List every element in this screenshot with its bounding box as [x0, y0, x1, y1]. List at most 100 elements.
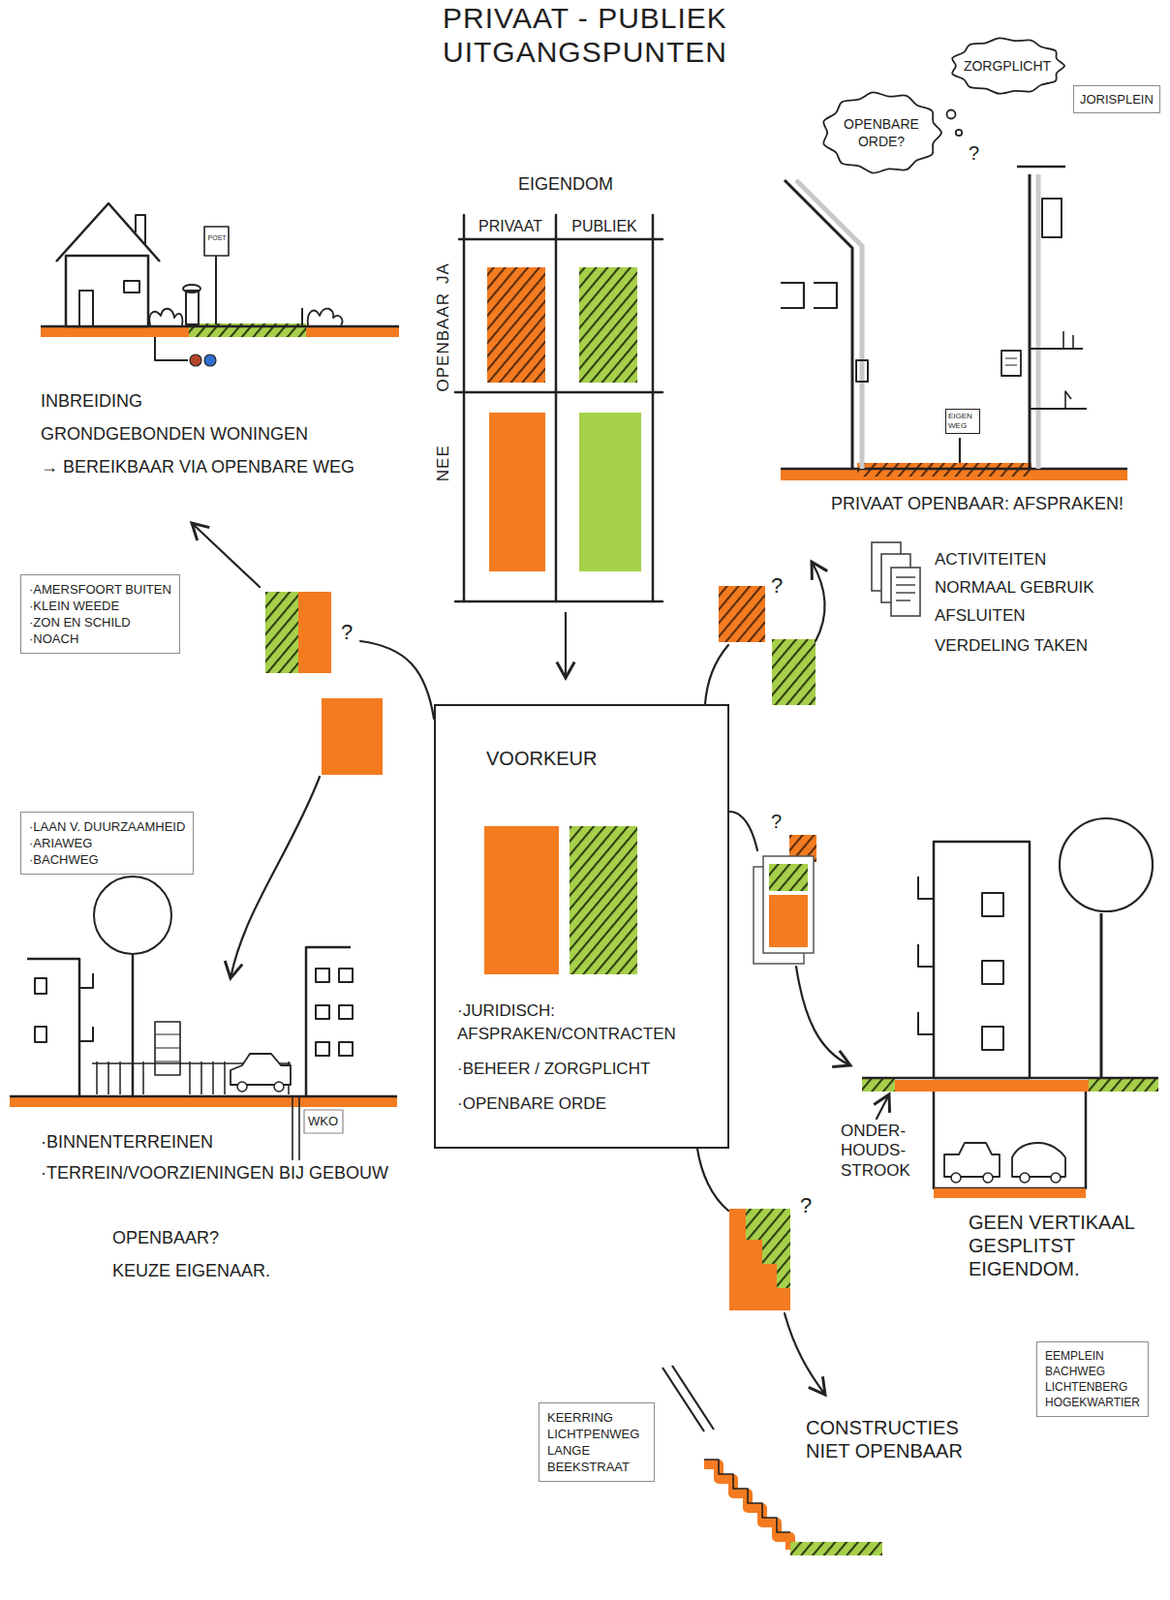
box-heading: VOORKEUR: [486, 746, 707, 770]
garage-scene-part: [918, 876, 934, 1035]
list-item: ACTIVITEITEN: [934, 550, 1047, 570]
stacked-swatches-part: [769, 894, 808, 948]
node-text: LICHTPENWEG: [547, 1425, 647, 1443]
pointer-arrows-part: [191, 523, 260, 587]
ownership-matrix-part: [463, 215, 653, 602]
pointer-arrows-part: [784, 1313, 826, 1395]
garage-scene-part: [933, 1091, 1086, 1189]
matrix-cells-part: [579, 267, 638, 383]
house-scene-part: [154, 337, 188, 361]
stacked-swatches-part: [763, 856, 814, 954]
document-icon-part: [895, 577, 916, 601]
stair-construction-part: [662, 1365, 714, 1432]
thought-bubbles-part: [955, 129, 962, 136]
pointer-arrows-part: [729, 811, 758, 851]
courtyard-buildings-part: [306, 947, 351, 1097]
sign-text: POST: [205, 234, 229, 243]
courtyard-buildings: [9, 876, 398, 1161]
courtyard-scene-part: [1029, 348, 1087, 409]
courtyard-scene-part: [780, 467, 1128, 471]
node-text: ·KLEIN WEEDE: [29, 597, 172, 615]
courtyard-buildings-part: [34, 978, 47, 994]
left-swatches-part: [321, 698, 383, 775]
preference-swatches-part: [569, 826, 638, 975]
preference-swatches-part: [484, 826, 559, 975]
question-mark: ?: [770, 809, 782, 833]
caption-text: GRONDGEBONDEN WONINGEN: [40, 424, 308, 446]
axis-heading: OPENBAAR: [433, 281, 454, 402]
node-text: LANGE BEEKSTRAAT: [547, 1442, 647, 1476]
courtyard-buildings-part: [315, 1042, 330, 1056]
cloud-path: [823, 92, 942, 173]
node-text: ·OPENBARE ORDE: [457, 1092, 707, 1116]
node-text: JORISPLEIN: [1079, 91, 1154, 108]
caption-text: ONDER-HOUDS-STROOK: [840, 1121, 919, 1181]
courtyard-buildings-part: [338, 1042, 353, 1056]
garage-scene-part: [933, 1188, 1086, 1199]
thought-cloud: OPENBARE ORDE?: [818, 89, 945, 177]
axis-heading: EIGENDOM: [517, 174, 615, 196]
axis-label: PRIVAAT: [465, 216, 555, 236]
courtyard-buildings-part: [237, 1081, 247, 1092]
pointer-arrows-part: [796, 966, 851, 1066]
caption-text: INBREIDING: [40, 391, 143, 413]
courtyard-buildings-part: [338, 968, 353, 983]
garage-scene-part: [1019, 1172, 1030, 1183]
courtyard-buildings-part: [274, 1081, 284, 1092]
preference-swatches: [484, 826, 638, 975]
cloud-text: OPENBARE ORDE?: [835, 115, 927, 151]
house-scene-part: [301, 307, 304, 327]
stair-construction-part: [704, 1464, 791, 1550]
node-text: EIGEN WEG: [948, 411, 978, 432]
courtyard-scene-part: [1028, 174, 1032, 469]
caption-text: ·TERREIN/VOORZIENINGEN BIJ GEBOUW: [40, 1163, 389, 1185]
courtyard-scene-part: [1063, 331, 1074, 409]
road-sign: EIGEN WEG: [945, 408, 981, 434]
house-scene-part: [185, 290, 199, 325]
pointer-arrows-part: [876, 1094, 890, 1119]
caption-text: ·BINNENTERREINEN: [40, 1132, 214, 1154]
garage-scene-part: [1088, 1077, 1159, 1092]
house-scene: [40, 203, 400, 367]
down-arrow: [564, 612, 567, 678]
house-scene-part: [204, 354, 216, 367]
left-swatches-part: [298, 591, 332, 674]
node-text: BACHWEG: [1045, 1363, 1140, 1380]
house-scene-part: [189, 354, 202, 367]
courtyard-scene-part: [856, 360, 868, 382]
stair-construction-part: [704, 1459, 791, 1533]
left-swatches-part: [265, 591, 299, 674]
node-text: LICHTENBERG: [1045, 1379, 1140, 1395]
top-right-swatches-part: [771, 639, 816, 706]
courtyard-buildings-part: [9, 1096, 398, 1108]
courtyard-scene-part: [1005, 358, 1017, 366]
document-icon: [871, 542, 921, 616]
ownership-matrix-part: [459, 238, 663, 242]
courtyard-buildings-part: [27, 958, 80, 1097]
stair-construction-part: [790, 1541, 883, 1556]
stair-swatch: [729, 1208, 791, 1311]
ownership-matrix: [455, 215, 663, 602]
pointer-arrows: [191, 523, 890, 1395]
question-mark: ?: [800, 1193, 812, 1219]
stair-swatch-part: [729, 1208, 791, 1311]
thought-cloud: ZORGPLICHT: [947, 34, 1068, 97]
stacked-swatches-part: [769, 863, 808, 892]
thought-bubbles: [947, 110, 963, 137]
courtyard-scene-part: [784, 180, 853, 469]
caption-text: CONSTRUCTIES NIET OPENBAAR: [805, 1416, 971, 1463]
axis-label: NEE: [433, 435, 454, 491]
garage-scene-part: [933, 841, 1030, 1078]
preference-box: VOORKEUR·JURIDISCH: AFSPRAKEN/CONTRACTEN…: [433, 704, 730, 1149]
house-scene-part: [79, 290, 93, 327]
list-item: NORMAAL GEBRUIK: [934, 578, 1095, 598]
top-right-swatches: [718, 585, 816, 706]
node-text: EEMPLEIN: [1045, 1348, 1140, 1364]
matrix-cells-part: [489, 412, 546, 572]
caption-text: KEUZE EIGENAAR.: [112, 1261, 271, 1283]
garage-scene-part: [1050, 1172, 1061, 1183]
garage-scene-part: [951, 1172, 961, 1183]
place-list-box: ·AMERSFOORT BUITEN·KLEIN WEEDE·ZON EN SC…: [20, 574, 181, 654]
garage-scene-part: [982, 892, 1004, 917]
